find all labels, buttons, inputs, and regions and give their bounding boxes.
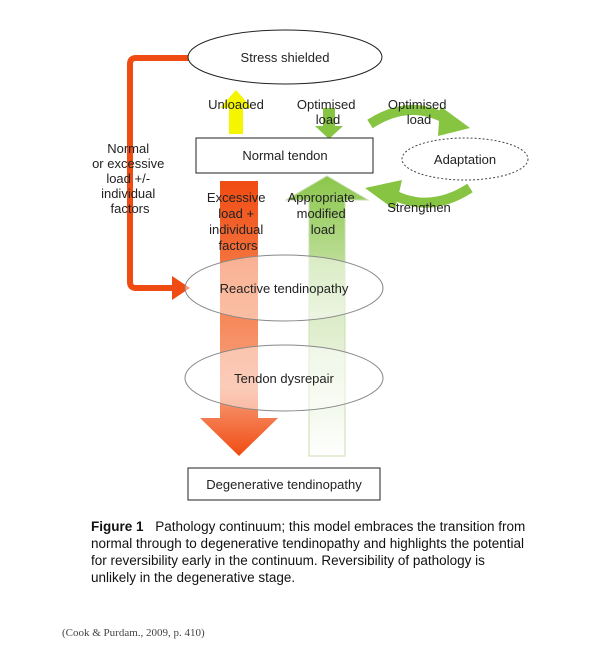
cycle-arrow-bottom-head [365, 180, 402, 210]
stress-shielded-node [187, 29, 383, 85]
reactive-tendinopathy-node [184, 254, 384, 322]
adaptation-node [401, 137, 529, 181]
normal-tendon-label: Normal tendon [242, 148, 327, 163]
cycle-arrow-bottom [389, 183, 473, 208]
optimised-load-down-arrow [315, 108, 343, 139]
degenerative-tendinopathy-label: Degenerative tendinopathy [206, 477, 362, 492]
adaptation-label: Adaptation [434, 152, 496, 167]
side-load-arrowhead [172, 276, 190, 300]
figure-caption: Figure 1 Pathology continuum; this model… [91, 518, 531, 586]
figure-caption-text: Pathology continuum; this model embraces… [91, 519, 526, 585]
stress-shielded-label: Stress shielded [241, 50, 330, 65]
tendon-dysrepair-node [184, 344, 384, 412]
appropriate-load-label: Appropriate modified load [288, 190, 359, 237]
appropriate-load-arrow [284, 175, 370, 457]
degenerative-tendinopathy-node [187, 467, 381, 501]
side-load-arrow [127, 55, 190, 291]
cycle-arrow-top-head [438, 106, 470, 136]
optimised-load-down-label: Optimised load [297, 97, 359, 127]
side-load-label: Normal or excessive load +/- individual … [92, 141, 168, 216]
excessive-load-label: Excessive load + individual factors [207, 190, 269, 253]
unloaded-label: Unloaded [208, 97, 264, 112]
strengthen-label: Strengthen [387, 200, 451, 215]
source-citation: (Cook & Purdam., 2009, p. 410) [62, 627, 205, 639]
optimised-load-cycle-label: Optimised load [388, 97, 450, 127]
unloaded-arrow [220, 90, 252, 134]
figure-label: Figure 1 [91, 519, 144, 534]
tendon-dysrepair-label: Tendon dysrepair [234, 371, 334, 386]
normal-tendon-node [195, 137, 374, 174]
excessive-load-arrow [200, 181, 278, 456]
reactive-tendinopathy-label: Reactive tendinopathy [220, 281, 349, 296]
